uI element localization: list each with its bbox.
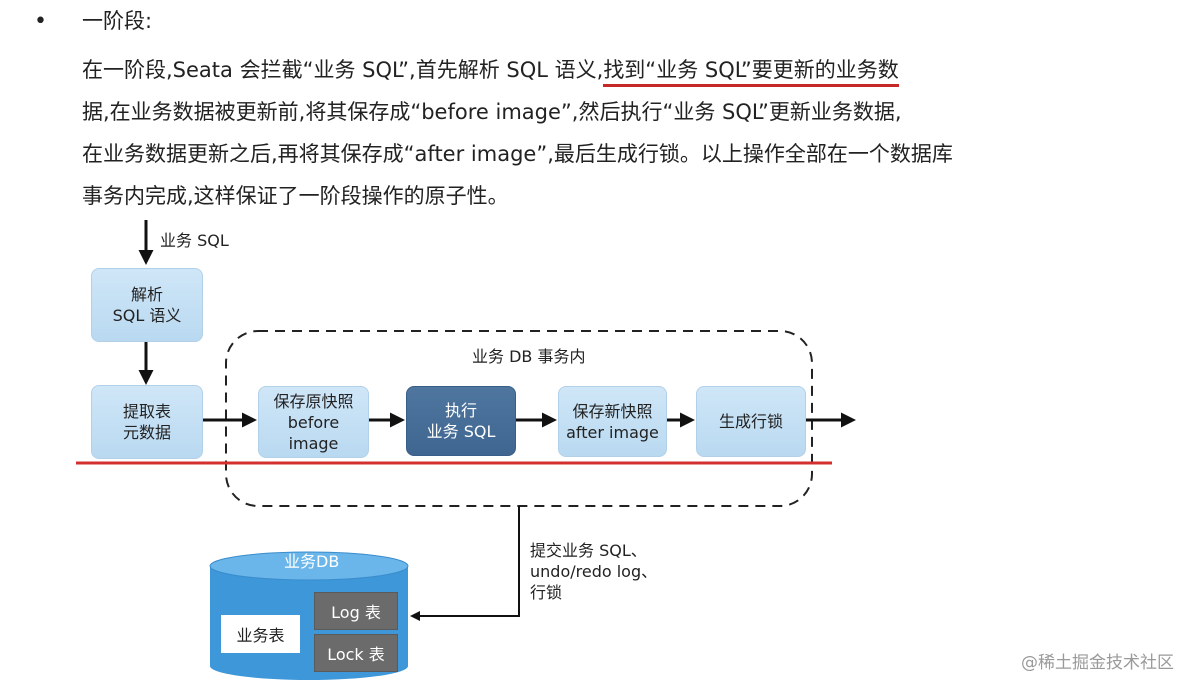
commit-label-line-3: 行锁 <box>530 583 563 602</box>
execute-sql-line-1: 执行 <box>444 401 477 420</box>
database-title: 业务DB <box>284 552 340 571</box>
save-after-line-1: 保存新快照 <box>572 401 653 421</box>
log-table-box: Log 表 <box>314 592 398 630</box>
parse-sql-box: 解析 SQL 语义 <box>91 268 203 342</box>
paragraph-line-3: 在业务数据更新之后,再将其保存成“after image”,最后生成行锁。以上操… <box>82 142 953 166</box>
save-after-line-2: after image <box>566 422 659 442</box>
parse-sql-line-1: 解析 <box>130 285 163 304</box>
paragraph-line-4: 事务内完成,这样保证了一阶段操作的原子性。 <box>82 184 509 208</box>
commit-label-line-1: 提交业务 SQL、 <box>530 541 647 560</box>
input-sql-label: 业务 SQL <box>160 231 229 250</box>
underlined-phrase: 找到“业务 SQL”要更新的业务数 <box>603 58 899 87</box>
parse-sql-line-2: SQL 语义 <box>112 306 182 325</box>
commit-label-line-2: undo/redo log、 <box>530 562 658 581</box>
execute-sql-line-2: 业务 SQL <box>426 422 496 441</box>
watermark: @稀土掘金技术社区 <box>1021 653 1174 673</box>
description-paragraph: 在一阶段,Seata 会拦截“业务 SQL”,首先解析 SQL 语义,找到“业务… <box>82 49 1122 217</box>
paragraph-line-1: 在一阶段,Seata 会拦截“业务 SQL”,首先解析 SQL 语义,找到“业务… <box>82 49 1122 91</box>
commit-arrow <box>410 506 520 621</box>
lock-table-box: Lock 表 <box>314 634 398 672</box>
transaction-scope-label: 业务 DB 事务内 <box>472 347 586 366</box>
section-heading: 一阶段: <box>82 9 153 33</box>
generate-row-lock-box: 生成行锁 <box>696 386 806 457</box>
save-before-line-1: 保存原快照 <box>273 391 354 411</box>
generate-row-lock-label: 生成行锁 <box>718 412 783 431</box>
save-before-line-3: image <box>288 433 339 453</box>
business-table-box: 业务表 <box>221 615 300 653</box>
save-after-image-box: 保存新快照 after image <box>558 386 667 457</box>
commit-label: 提交业务 SQL、 undo/redo log、 行锁 <box>530 540 657 603</box>
paragraph-line-1-text: 在一阶段,Seata 会拦截“业务 SQL”,首先解析 SQL 语义, <box>82 58 604 82</box>
bullet-marker: • <box>34 9 47 34</box>
extract-metadata-line-2: 元数据 <box>122 423 171 442</box>
paragraph-line-2: 据,在业务数据被更新前,将其保存成“before image”,然后执行“业务 … <box>82 100 902 124</box>
extract-metadata-box: 提取表 元数据 <box>91 385 203 459</box>
save-before-image-box: 保存原快照 before image <box>258 386 369 458</box>
save-before-line-2: before <box>287 412 340 432</box>
extract-metadata-line-1: 提取表 <box>122 402 171 421</box>
execute-sql-box: 执行 业务 SQL <box>406 386 516 456</box>
